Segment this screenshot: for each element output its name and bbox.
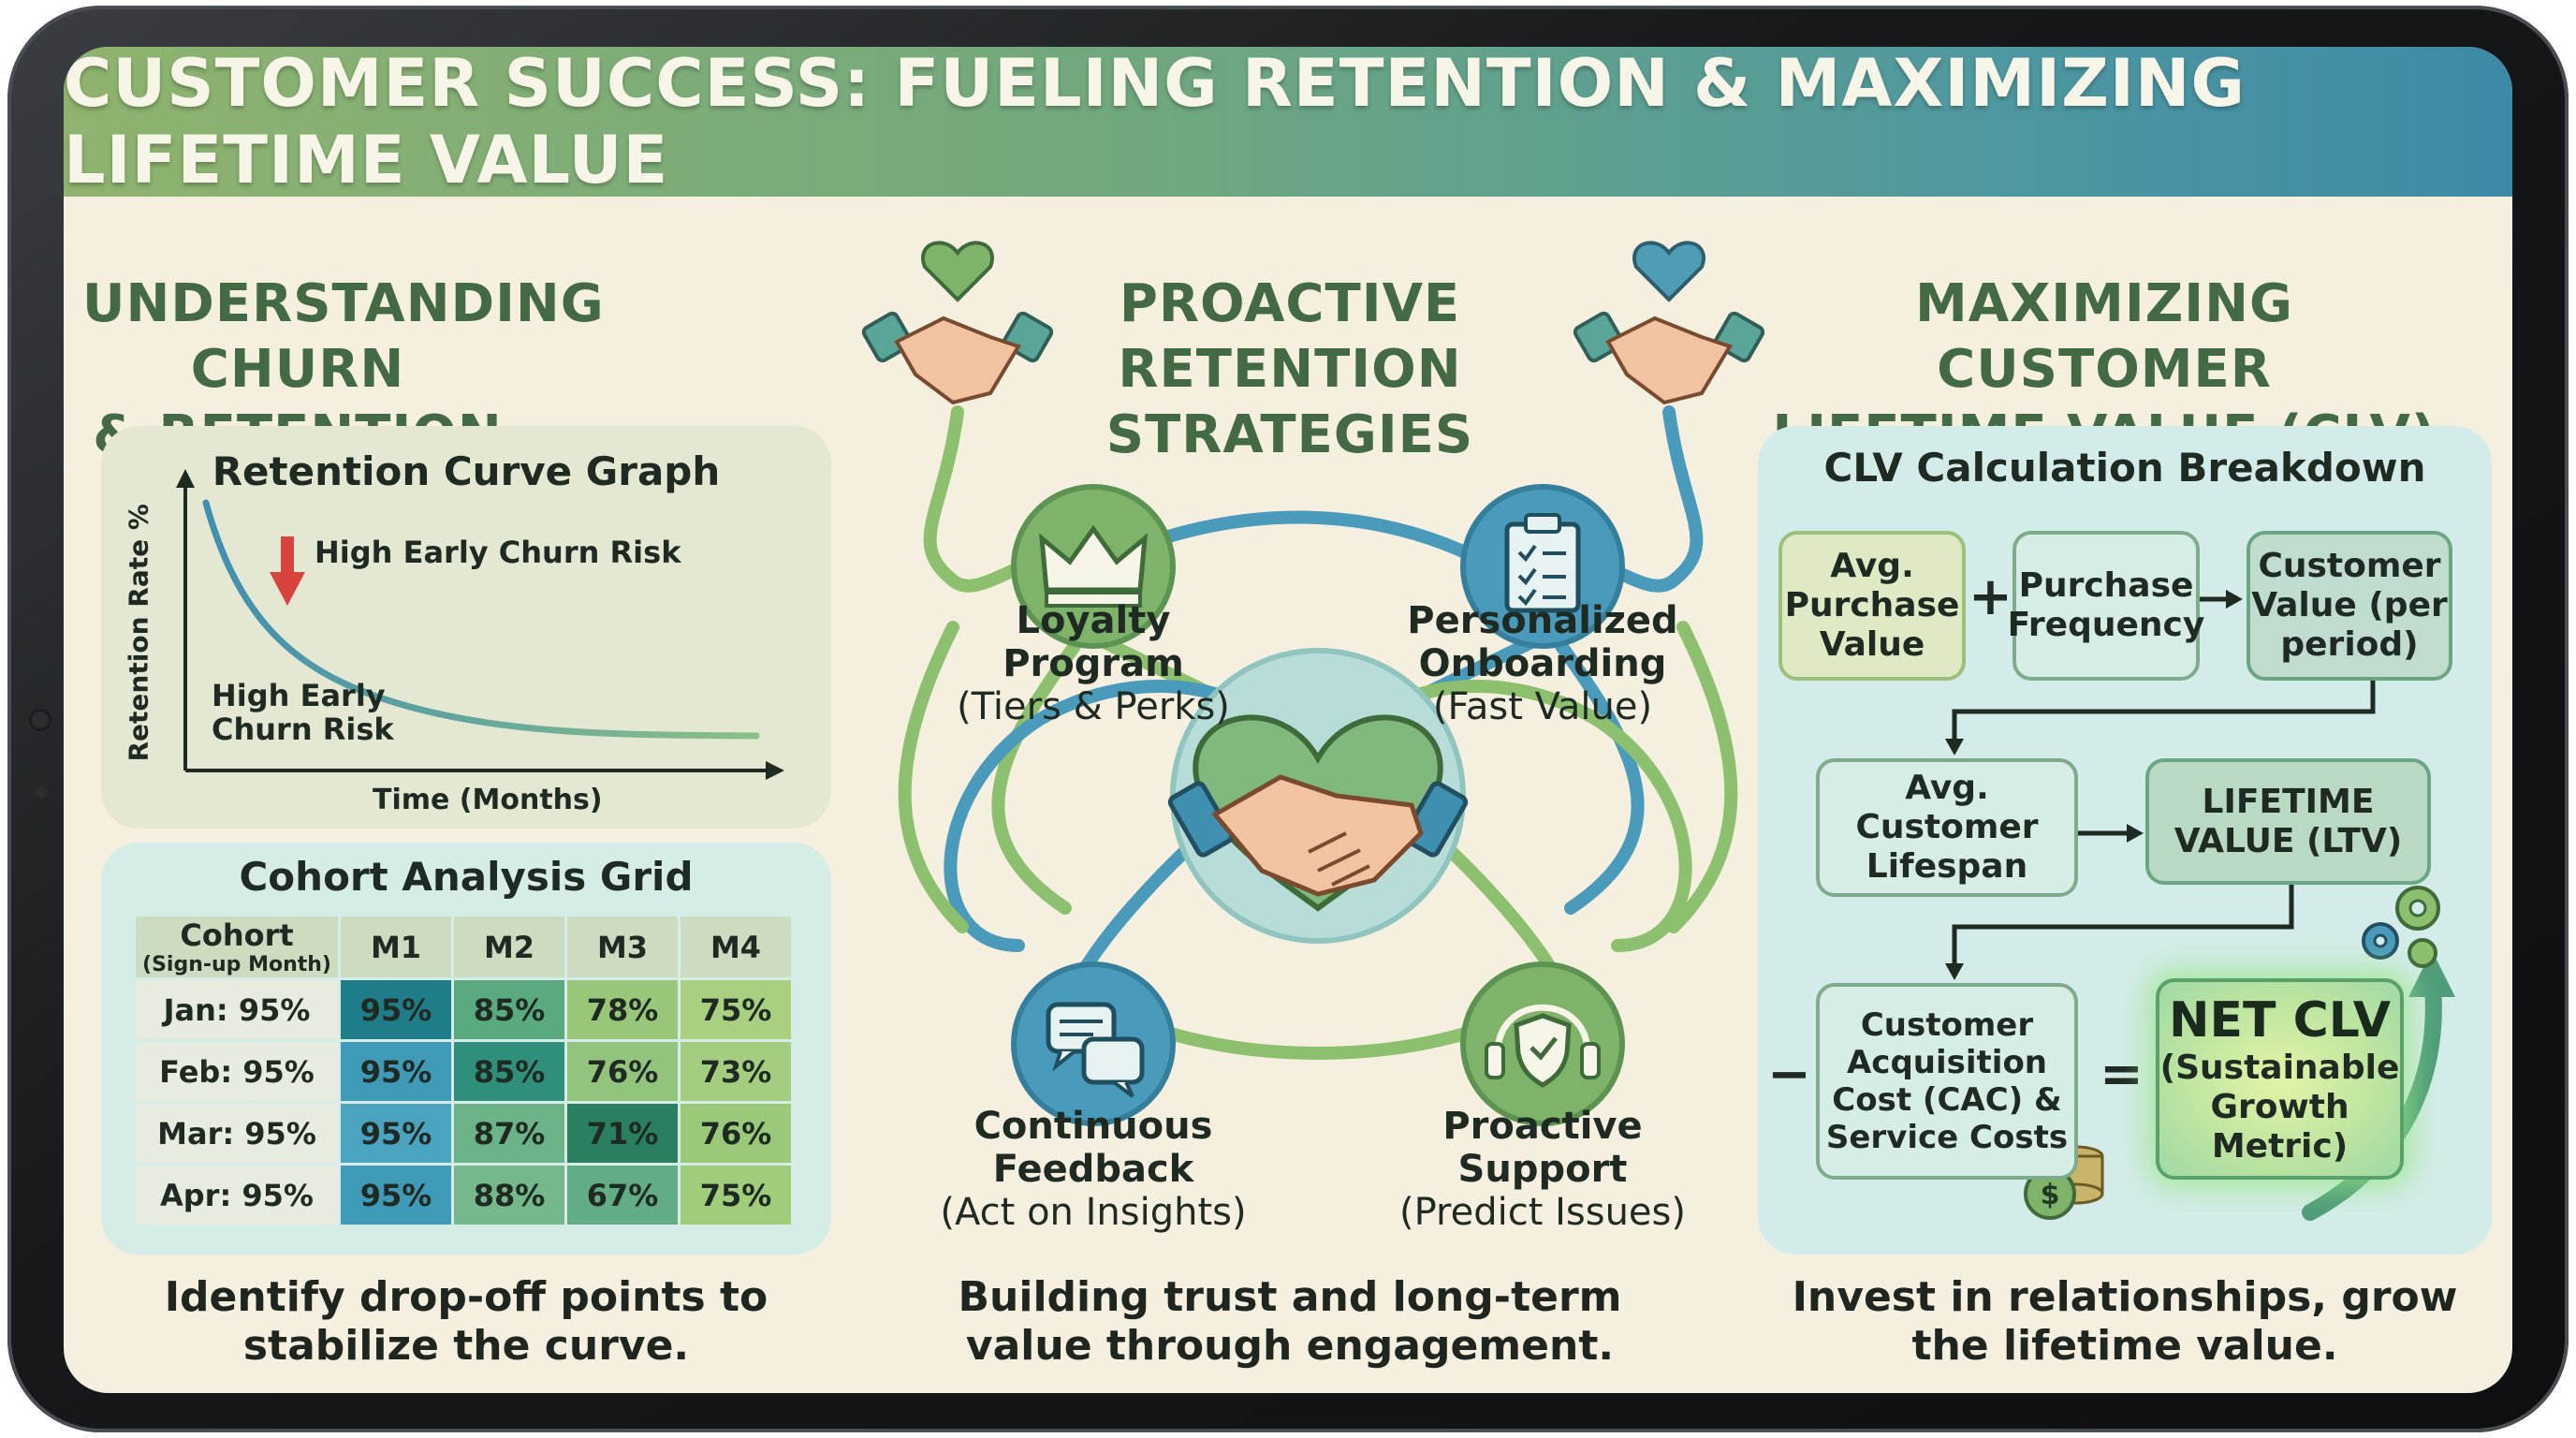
column-header: M1 — [341, 917, 451, 977]
retention-curve — [202, 499, 760, 740]
clipboard-icon — [1504, 513, 1581, 613]
arrowhead — [2127, 824, 2144, 843]
chat-icon — [1046, 1002, 1145, 1098]
growth-arrowhead — [2408, 950, 2455, 997]
curve-note: High Early Churn Risk — [212, 678, 394, 747]
cohort-cell: 76% — [681, 1104, 791, 1163]
left-caption: Identify drop-off points to stabilize th… — [164, 1273, 768, 1370]
cohort-cell: 95% — [341, 1104, 451, 1163]
x-axis-arrowhead — [766, 761, 784, 780]
churn-arrow-icon — [270, 572, 305, 606]
page-title: CUSTOMER SUCCESS: FUELING RETENTION & MA… — [64, 47, 2246, 198]
cohort-cell: 73% — [681, 1042, 791, 1101]
strategy-network — [861, 241, 1765, 1126]
arrowhead — [1945, 739, 1964, 756]
cohort-cell: 85% — [454, 1042, 564, 1101]
table-row: Jan: 95% 95% 85% 78% 75% — [136, 980, 791, 1039]
column-header: M3 — [567, 917, 678, 977]
purchase-frequency-box: Purchase Frequency — [2008, 531, 2204, 681]
middle-caption: Building trust and long-term value throu… — [958, 1273, 1622, 1370]
net-clv-label: NET CLV — [2169, 991, 2391, 1049]
table-row: Mar: 95% 95% 87% 71% 76% — [136, 1104, 791, 1163]
handshake-heart-icon — [1573, 241, 1765, 405]
onboarding-node-label: Personalized Onboarding (Fast Value) — [1407, 599, 1678, 728]
column-header: M4 — [681, 917, 791, 977]
column-header: M2 — [454, 917, 564, 977]
cohort-cell: 95% — [341, 980, 451, 1039]
row-label: Mar: 95% — [136, 1104, 338, 1163]
camera-icon — [32, 712, 49, 728]
churn-arrow-note: High Early Churn Risk — [315, 535, 681, 570]
loyalty-node-label: Loyalty Program (Tiers & Perks) — [957, 599, 1230, 728]
table-row: Apr: 95% 95% 88% 67% 75% — [136, 1166, 791, 1225]
handshake-heart-icon — [861, 241, 1054, 405]
growth-arrow — [2302, 970, 2442, 1221]
y-axis-label: Retention Rate % — [123, 504, 154, 762]
middle-title-line1: PROACTIVE RETENTION — [1118, 273, 1462, 400]
retention-curve-chart — [176, 469, 784, 780]
cohort-header-row: Cohort (Sign-up Month) M1 M2 M3 M4 — [136, 917, 791, 977]
cohort-grid-panel: Cohort Analysis Grid Cohort (Sign-up Mon… — [101, 843, 831, 1255]
right-caption: Invest in relationships, grow the lifeti… — [1792, 1273, 2458, 1370]
gears-icon — [2362, 886, 2440, 968]
cohort-cell: 85% — [454, 980, 564, 1039]
connector-path — [898, 621, 969, 933]
retention-graph-title: Retention Curve Graph — [212, 448, 721, 494]
sensor-icon — [36, 786, 47, 798]
avg-purchase-value-box: Avg. Purchase Value — [1778, 531, 1966, 681]
cohort-cell: 75% — [681, 980, 791, 1039]
clv-breakdown-panel: CLV Calculation Breakdown — [1758, 426, 2492, 1255]
arrowhead — [2226, 590, 2243, 609]
y-axis-arrowhead — [176, 469, 195, 488]
cac-box: Customer Acquisition Cost (CAC) & Servic… — [1816, 983, 2078, 1180]
minus-operator: − — [1767, 1044, 1811, 1105]
retention-graph-panel: Retention Curve Graph Retention Rate % H… — [101, 426, 831, 829]
connector-path — [991, 639, 1081, 915]
support-node-label: Proactive Support (Predict Issues) — [1399, 1105, 1686, 1234]
cohort-cell: 87% — [454, 1104, 564, 1163]
cohort-grid-title: Cohort Analysis Grid — [239, 854, 694, 900]
header-banner: CUSTOMER SUCCESS: FUELING RETENTION & MA… — [64, 47, 2512, 198]
middle-section-title: PROACTIVE RETENTION STRATEGIES — [944, 271, 1636, 468]
lifetime-value-box: LIFETIME VALUE (LTV) — [2145, 758, 2431, 885]
right-title-line1: MAXIMIZING CUSTOMER — [1915, 273, 2293, 400]
screen: CUSTOMER SUCCESS: FUELING RETENTION & MA… — [64, 47, 2512, 1393]
cohort-cell: 95% — [341, 1166, 451, 1225]
middle-title-line2: STRATEGIES — [1105, 404, 1474, 465]
equals-operator: = — [2100, 1044, 2144, 1105]
churn-arrow-shaft — [281, 536, 294, 574]
connector-path — [1555, 639, 1645, 915]
avg-customer-lifespan-box: Avg. Customer Lifespan — [1816, 758, 2078, 897]
cohort-table: Cohort (Sign-up Month) M1 M2 M3 M4 Jan: … — [133, 914, 794, 1227]
cohort-cell: 78% — [567, 980, 678, 1039]
row-label: Apr: 95% — [136, 1166, 338, 1225]
cohort-header-cell: Cohort (Sign-up Month) — [136, 917, 338, 977]
cohort-cell: 88% — [454, 1166, 564, 1225]
row-label: Jan: 95% — [136, 980, 338, 1039]
plus-operator: + — [1969, 566, 2012, 627]
customer-value-box: Customer Value (per period) — [2247, 531, 2452, 681]
clv-panel-title: CLV Calculation Breakdown — [1823, 445, 2426, 491]
cohort-cell: 75% — [681, 1166, 791, 1225]
net-clv-box: NET CLV (Sustainable Growth Metric) — [2156, 978, 2404, 1180]
x-axis-label: Time (Months) — [373, 784, 603, 816]
cohort-cell: 76% — [567, 1042, 678, 1101]
connector-path — [1667, 621, 1738, 933]
feedback-node-label: Continuous Feedback (Act on Insights) — [940, 1105, 1247, 1234]
y-axis-label-wrap: Retention Rate % — [120, 504, 157, 763]
clv-flow-arrows: $ — [1945, 590, 2455, 1221]
arrowhead — [1945, 963, 1964, 980]
cohort-cell: 95% — [341, 1042, 451, 1101]
cohort-cell: 67% — [567, 1166, 678, 1225]
cohort-cell: 71% — [567, 1104, 678, 1163]
headset-shield-icon — [1485, 1004, 1601, 1088]
heart-handshake-icon — [1167, 714, 1469, 912]
crown-icon — [1038, 524, 1149, 608]
row-label: Feb: 95% — [136, 1042, 338, 1101]
net-clv-sub: (Sustainable Growth Metric) — [2159, 1048, 2400, 1166]
left-title-line1: UNDERSTANDING CHURN — [82, 273, 605, 400]
table-row: Feb: 95% 95% 85% 76% 73% — [136, 1042, 791, 1101]
svg-text:$: $ — [2041, 1179, 2060, 1211]
